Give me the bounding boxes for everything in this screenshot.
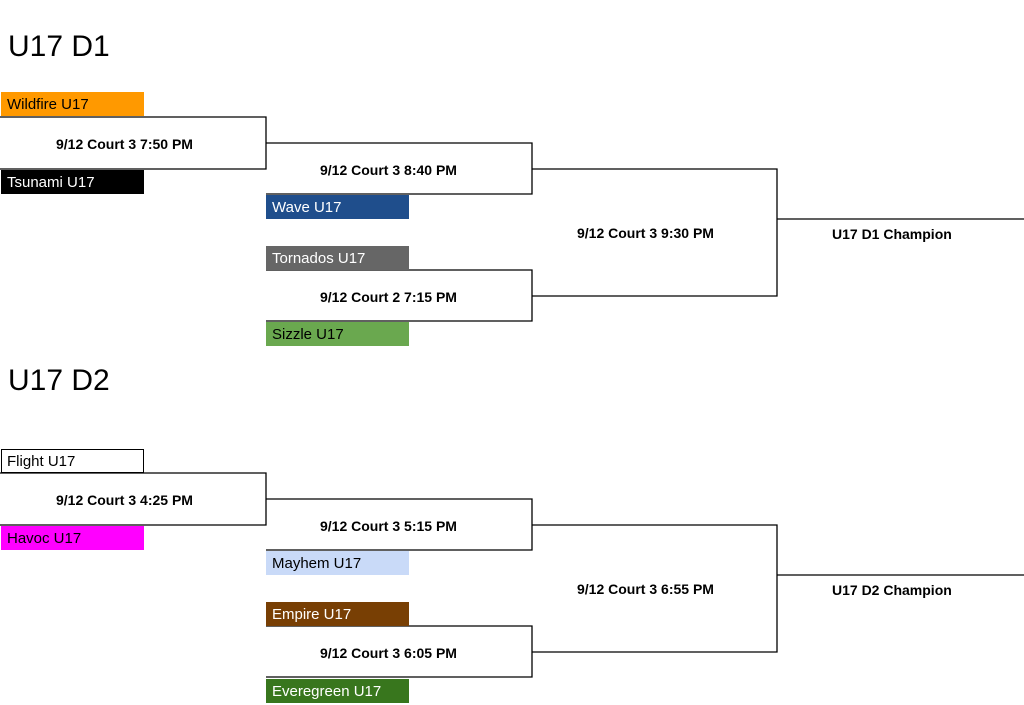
final-box (532, 524, 778, 653)
team-slot: Mayhem U17 (266, 551, 409, 575)
champion-label: U17 D1 Champion (832, 226, 952, 242)
match-label: 9/12 Court 3 8:40 PM (320, 162, 457, 178)
bracket-title: U17 D2 (8, 364, 110, 397)
match-label: 9/12 Court 3 9:30 PM (577, 225, 714, 241)
match-label: 9/12 Court 3 7:50 PM (56, 136, 193, 152)
team-slot: Tsunami U17 (1, 170, 144, 194)
team-slot: Havoc U17 (1, 526, 144, 550)
team-slot: Empire U17 (266, 602, 409, 626)
final-box (532, 168, 778, 297)
match-label: 9/12 Court 3 6:55 PM (577, 581, 714, 597)
team-slot: Tornados U17 (266, 246, 409, 270)
team-slot: Everegreen U17 (266, 679, 409, 703)
match-label: 9/12 Court 3 6:05 PM (320, 645, 457, 661)
bracket-title: U17 D1 (8, 30, 110, 63)
match-label: 9/12 Court 3 4:25 PM (56, 492, 193, 508)
team-slot: Wildfire U17 (1, 92, 144, 116)
team-slot: Sizzle U17 (266, 322, 409, 346)
match-label: 9/12 Court 2 7:15 PM (320, 289, 457, 305)
match-label: 9/12 Court 3 5:15 PM (320, 518, 457, 534)
team-slot: Wave U17 (266, 195, 409, 219)
champion-label: U17 D2 Champion (832, 582, 952, 598)
team-slot: Flight U17 (1, 449, 144, 473)
